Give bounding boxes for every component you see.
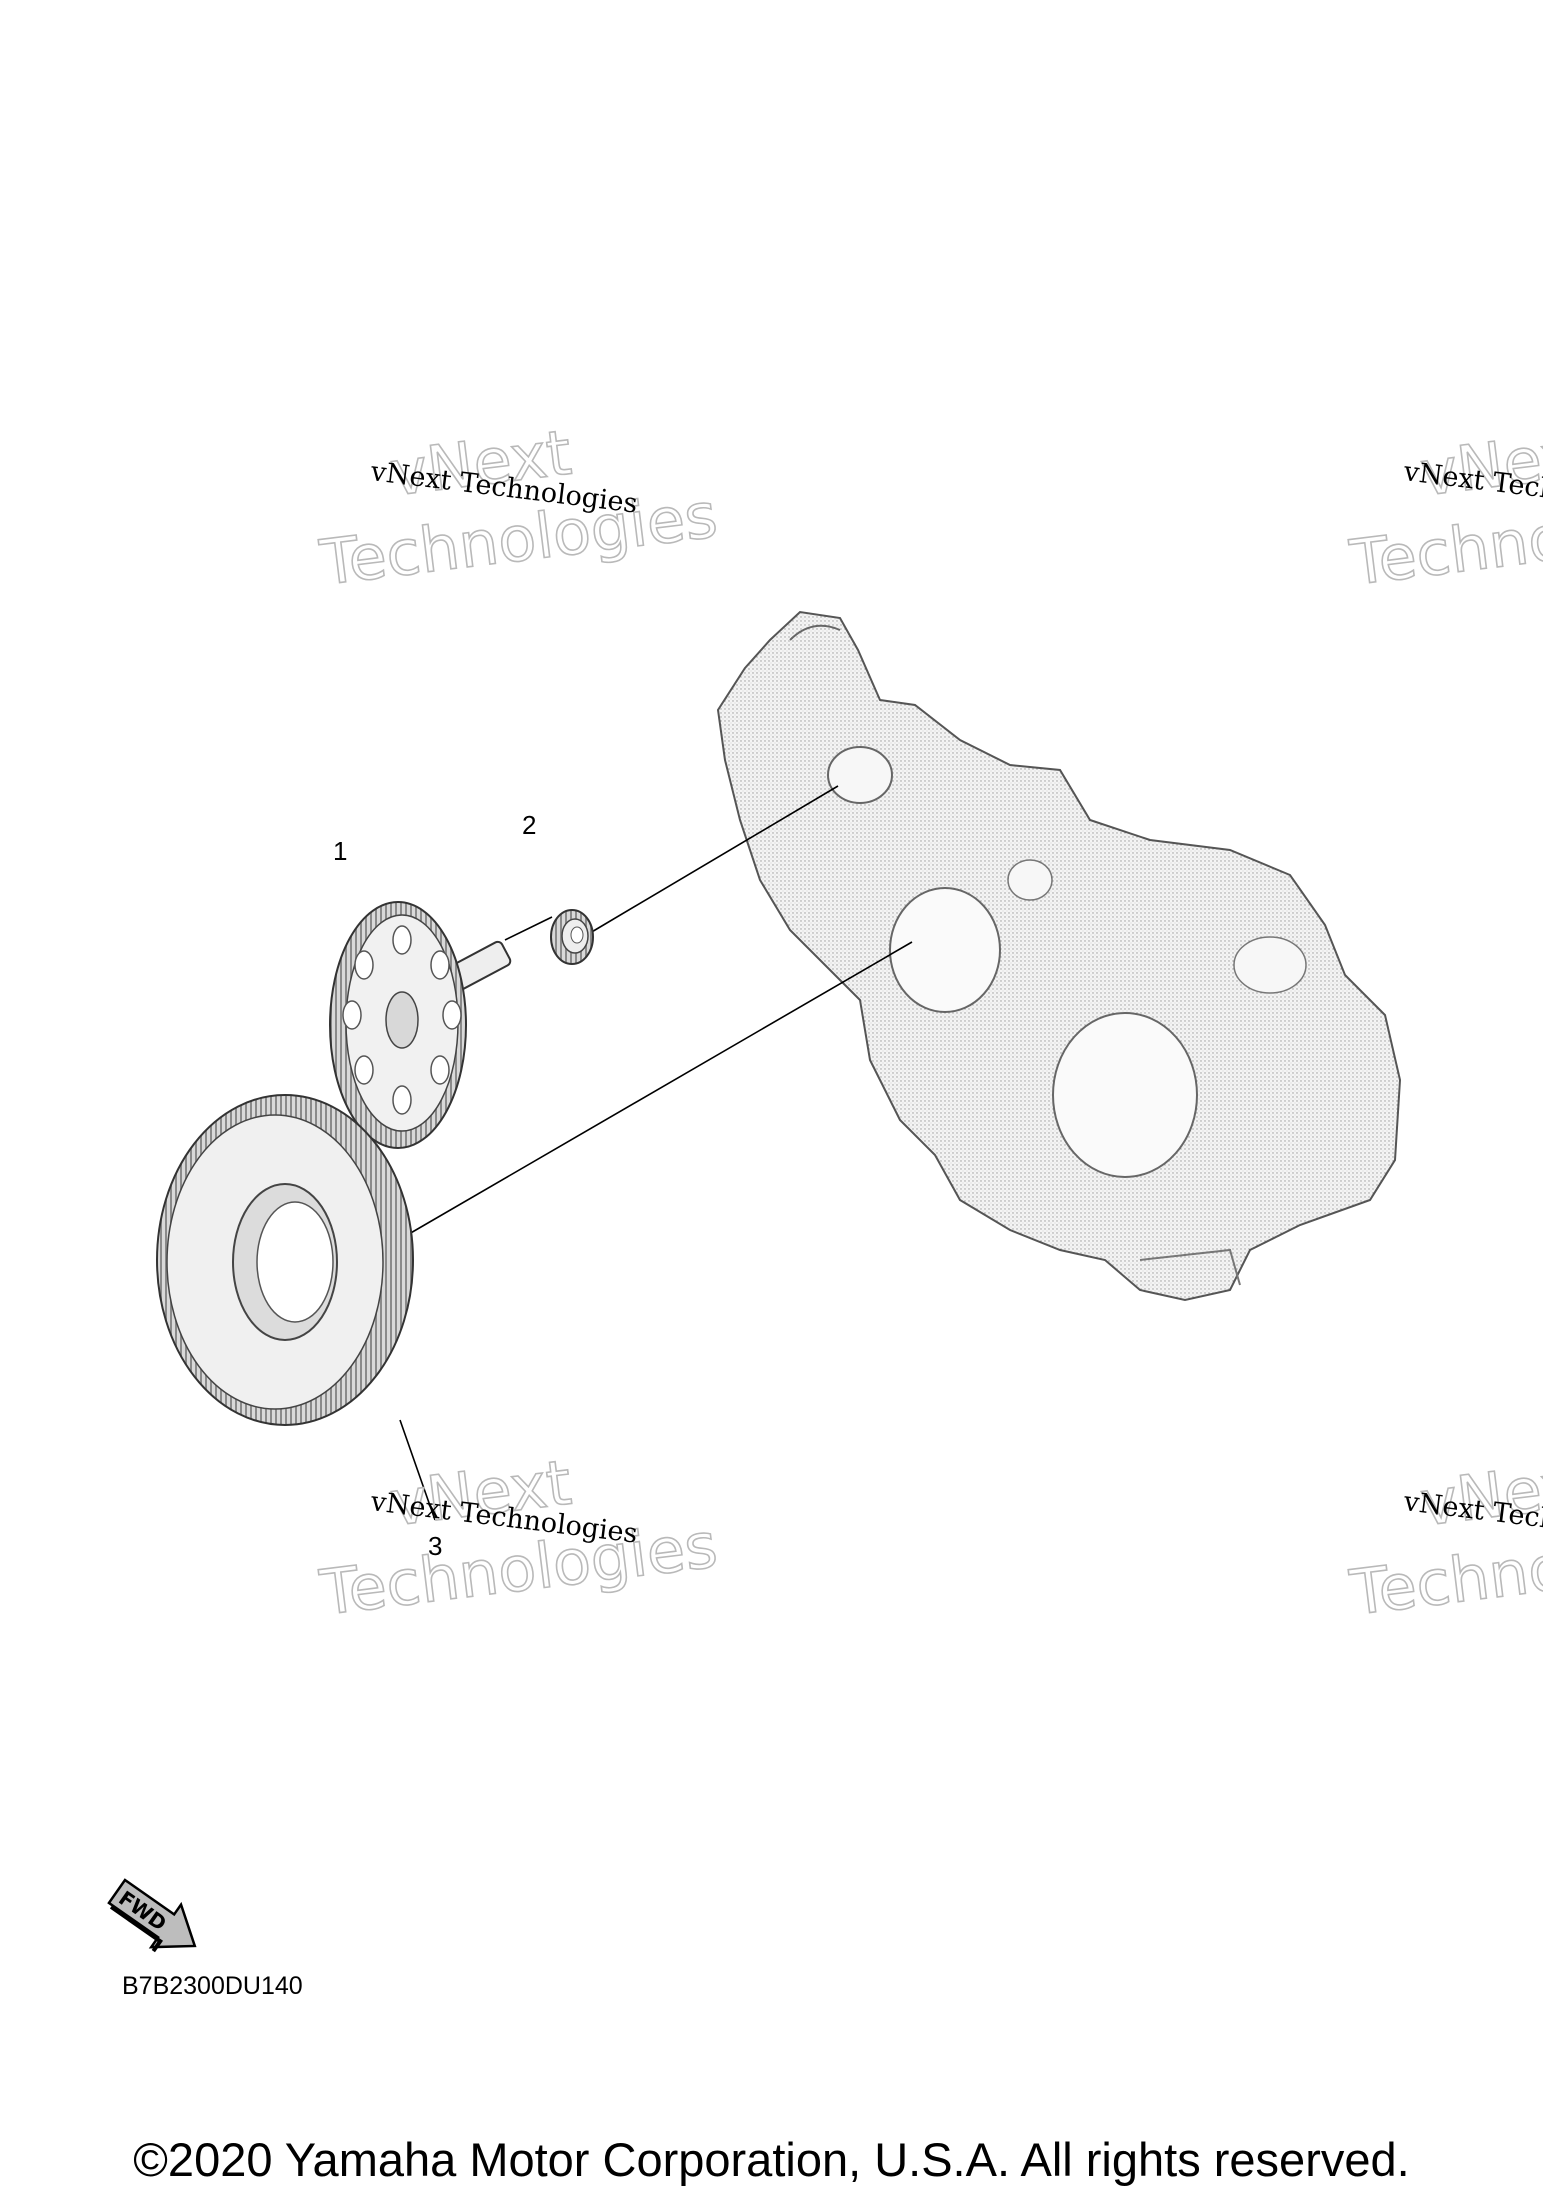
part-1-gear-shaft xyxy=(329,901,512,1149)
part-3-large-gear xyxy=(156,1094,414,1426)
part-2-bearing xyxy=(550,909,594,965)
leader-lines xyxy=(389,785,913,1521)
crankcase xyxy=(716,610,1402,1302)
watermark-big-line1: vNext xyxy=(1416,416,1543,511)
watermark: vNext Technologies xyxy=(1345,415,1543,600)
callout-3: 3 xyxy=(428,1531,442,1561)
copyright-notice: ©2020 Yamaha Motor Corporation, U.S.A. A… xyxy=(133,2133,1410,2186)
diagram-code: B7B2300DU140 xyxy=(122,1972,303,2000)
fwd-arrow-icon: FWD xyxy=(107,1878,197,1953)
callout-1: 1 xyxy=(333,836,347,866)
callout-2: 2 xyxy=(522,810,536,840)
